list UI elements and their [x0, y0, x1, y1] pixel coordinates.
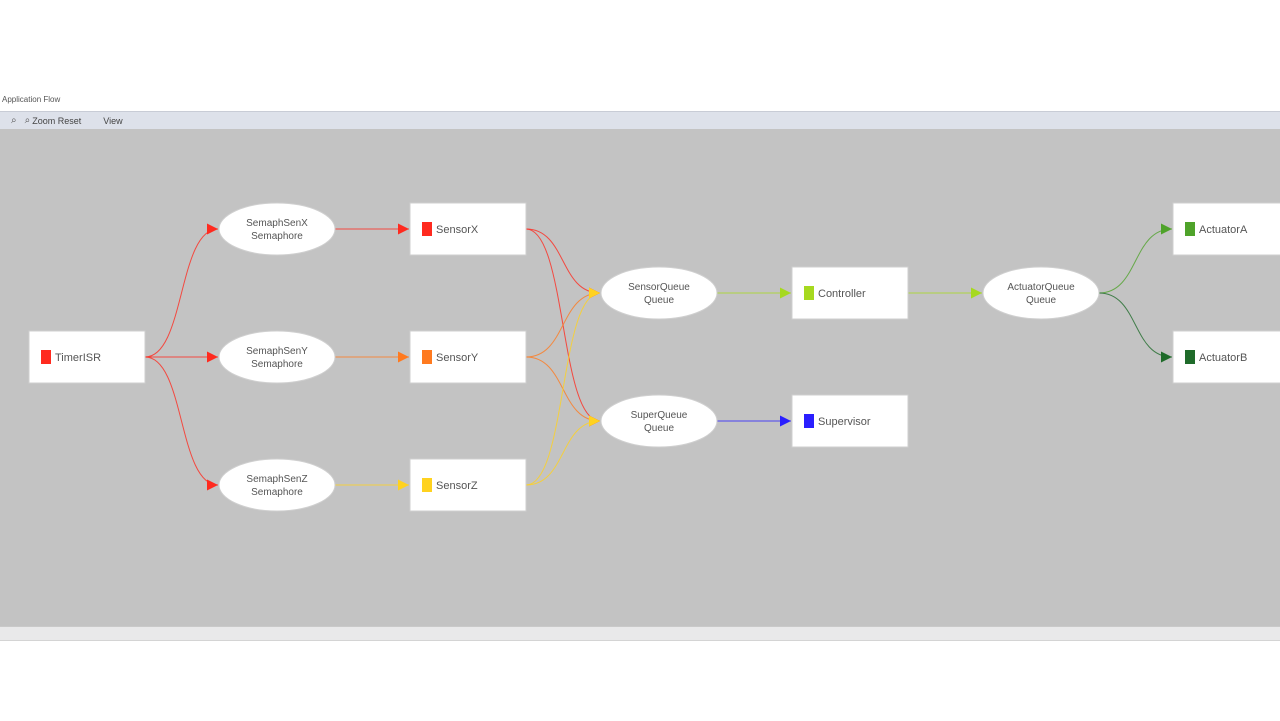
- zoom-reset-label: Zoom Reset: [32, 115, 82, 126]
- object-type-label: Semaphore: [251, 231, 303, 242]
- edge-sensz-sq: [525, 287, 601, 486]
- task-label: Supervisor: [818, 416, 871, 428]
- horizontal-scrollbar[interactable]: [0, 626, 1280, 641]
- task-color-swatch: [1185, 222, 1195, 236]
- task-color-swatch: [41, 350, 51, 364]
- node-actb[interactable]: ActuatorB: [1172, 330, 1280, 384]
- object-type-label: Queue: [1026, 295, 1056, 306]
- node-sensy[interactable]: SensorY: [409, 330, 527, 384]
- node-semz[interactable]: SemaphSenZ Semaphore: [218, 458, 336, 512]
- view-menu[interactable]: View: [100, 116, 125, 126]
- object-name-label: SemaphSenX: [246, 218, 308, 229]
- view-menu-label: View: [103, 115, 123, 126]
- task-label: SensorY: [436, 352, 479, 364]
- object-type-label: Queue: [644, 295, 674, 306]
- task-label: ActuatorB: [1199, 352, 1247, 364]
- task-label: SensorX: [436, 224, 479, 236]
- edge-aq-acta: [1098, 223, 1173, 294]
- object-name-label: SuperQueue: [631, 410, 688, 421]
- edge-sensx-sq: [525, 228, 601, 299]
- object-name-label: SemaphSenZ: [246, 474, 307, 485]
- object-type-label: Semaphore: [251, 487, 303, 498]
- task-color-swatch: [804, 414, 814, 428]
- edge-timer-semz: [144, 356, 219, 491]
- node-sensz[interactable]: SensorZ: [409, 458, 527, 512]
- flow-graph: TimerISRSemaphSenXSemaphoreSemaphSenYSem…: [28, 202, 1280, 512]
- task-label: TimerISR: [55, 352, 101, 364]
- node-timer[interactable]: TimerISR: [28, 330, 146, 384]
- node-semx[interactable]: SemaphSenX Semaphore: [218, 202, 336, 256]
- object-type-label: Queue: [644, 423, 674, 434]
- task-label: Controller: [818, 288, 866, 300]
- node-acta[interactable]: ActuatorA: [1172, 202, 1280, 256]
- edge-timer-semx: [144, 223, 219, 358]
- toolbar: ⌕ ⌕ Zoom Reset View: [0, 111, 1280, 130]
- node-ctrl[interactable]: Controller: [791, 266, 909, 320]
- object-name-label: SensorQueue: [628, 282, 690, 293]
- object-type-label: Semaphore: [251, 359, 303, 370]
- task-color-swatch: [422, 222, 432, 236]
- edge-sensz-supq: [525, 415, 601, 486]
- task-color-swatch: [422, 350, 432, 364]
- object-name-label: ActuatorQueue: [1007, 282, 1075, 293]
- task-label: SensorZ: [436, 480, 478, 492]
- edge-sensy-sq: [525, 287, 601, 358]
- node-sup[interactable]: Supervisor: [791, 394, 909, 448]
- node-sensx[interactable]: SensorX: [409, 202, 527, 256]
- magnifier-icon: ⌕: [11, 114, 17, 126]
- task-color-swatch: [422, 478, 432, 492]
- zoom-icon: ⌕: [24, 114, 31, 126]
- object-name-label: SemaphSenY: [246, 346, 308, 357]
- task-color-swatch: [804, 286, 814, 300]
- edge-aq-actb: [1098, 292, 1173, 363]
- node-semy[interactable]: SemaphSenY Semaphore: [218, 330, 336, 384]
- task-label: ActuatorA: [1199, 224, 1248, 236]
- zoom-fit-button[interactable]: ⌕: [8, 114, 22, 126]
- window-title: Application Flow: [2, 95, 61, 104]
- task-color-swatch: [1185, 350, 1195, 364]
- zoom-reset-button[interactable]: ⌕ Zoom Reset: [22, 114, 85, 126]
